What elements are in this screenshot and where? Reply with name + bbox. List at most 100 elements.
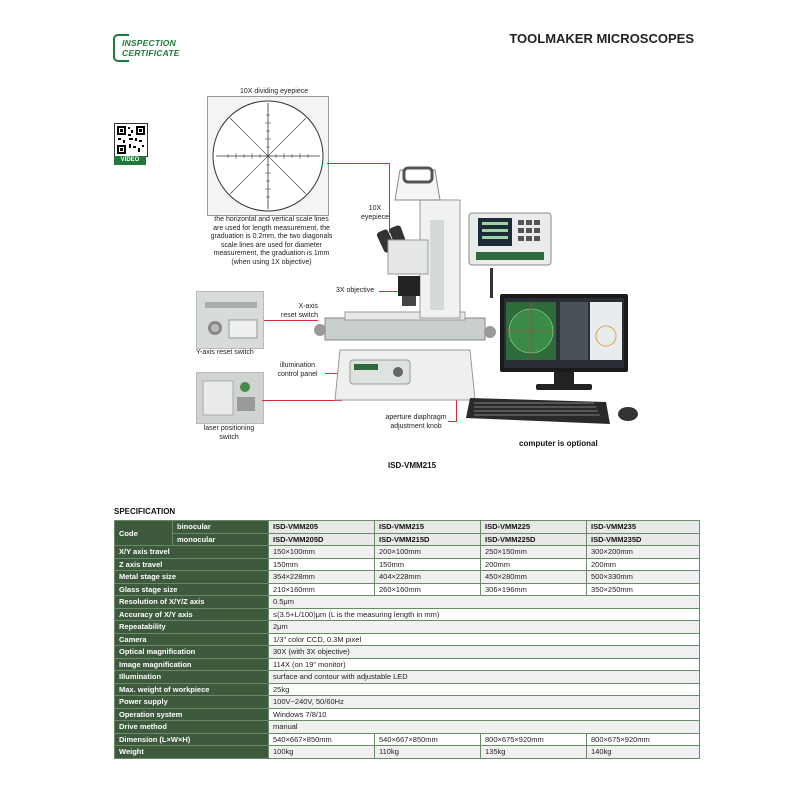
spec-title: SPECIFICATION: [114, 507, 176, 516]
digital-readout-image: [468, 212, 552, 270]
microscope-image: [300, 160, 500, 420]
cell: 200mm: [586, 557, 700, 571]
illumination-label: illumination control panel: [277, 362, 318, 378]
cell: 150×100mm: [268, 545, 375, 559]
model-cell: ISD-VMM235: [586, 520, 700, 534]
cell: 150mm: [268, 557, 375, 571]
logo-bracket: [113, 34, 129, 62]
table-row: monocular ISD-VMM205D ISD-VMM215D ISD-VM…: [115, 532, 700, 546]
eyepiece-label: 10X eyepiece: [360, 205, 390, 221]
cell: 30X (with 3X objective): [268, 645, 700, 659]
cell: 210×160mm: [268, 582, 375, 596]
cell: 354×228mm: [268, 570, 375, 584]
cell: 800×675×920mm: [480, 732, 587, 746]
code-header: Code: [114, 520, 173, 546]
eyepiece-reticle-view: [207, 96, 329, 216]
xaxis-reset-label: X-axis reset switch: [281, 303, 318, 319]
page-title: TOOLMAKER MICROSCOPES: [509, 31, 694, 46]
cell: 110kg: [374, 745, 481, 759]
row-label: Weight: [114, 745, 269, 759]
inspection-certificate-logo: INSPECTION CERTIFICATE: [113, 34, 193, 62]
cell: surface and contour with adjustable LED: [268, 670, 700, 684]
cell: 300×200mm: [586, 545, 700, 559]
yaxis-reset-photo: [196, 291, 264, 349]
row-label: Max. weight of workpiece: [114, 682, 269, 696]
leader-line: [389, 163, 390, 233]
cell: 800×675×920mm: [586, 732, 700, 746]
row-label: Z axis travel: [114, 557, 269, 571]
cell: 540×667×850mm: [268, 732, 375, 746]
yaxis-reset-label: Y-axis reset switch: [196, 349, 254, 356]
row-label: Power supply: [114, 695, 269, 709]
table-row: Z axis travel 150mm 150mm 200mm 200mm: [114, 557, 700, 571]
cell: 100kg: [268, 745, 375, 759]
cell: Windows 7/8/10: [268, 707, 700, 721]
row-label: Camera: [114, 632, 269, 646]
logo-line2: CERTIFICATE: [122, 48, 180, 58]
row-label: Image magnification: [114, 657, 269, 671]
cell: 200×100mm: [374, 545, 481, 559]
monocular-header: monocular: [172, 532, 269, 546]
leader-line: [262, 320, 318, 321]
model-cell: ISD-VMM235D: [586, 532, 700, 546]
eyepiece-title: 10X dividing eyepiece: [240, 88, 309, 95]
cell: 25kg: [268, 682, 700, 696]
leader-line: [448, 421, 457, 422]
row-label: Accuracy of X/Y axis: [114, 607, 269, 621]
table-row: Dimension (L×W×H) 540×667×850mm 540×667×…: [114, 732, 700, 746]
table-row: Metal stage size 354×228mm 404×228mm 450…: [114, 570, 700, 584]
keyboard-mouse-image: [466, 396, 646, 426]
cell: 350×250mm: [586, 582, 700, 596]
dro-cable: [490, 268, 493, 298]
table-row: Glass stage size 210×160mm 260×160mm 306…: [114, 582, 700, 596]
table-row: Weight 100kg 110kg 135kg 140kg: [114, 745, 700, 759]
monitor-image: [500, 294, 628, 394]
cell: 450×280mm: [480, 570, 587, 584]
cell: 250×150mm: [480, 545, 587, 559]
row-label: Drive method: [114, 720, 269, 734]
cell: 114X (on 19" monitor): [268, 657, 700, 671]
binocular-header: binocular: [172, 520, 269, 534]
row-label: Repeatability: [114, 620, 269, 634]
laser-switch-photo: [196, 372, 264, 424]
model-caption: ISD-VMM215: [388, 461, 437, 470]
row-label: Operation system: [114, 707, 269, 721]
cell: 306×196mm: [480, 582, 587, 596]
model-cell: ISD-VMM225: [480, 520, 587, 534]
qr-video-label: VIDEO: [114, 156, 146, 165]
eyepiece-description: the horizontal and vertical scale lines …: [210, 216, 333, 266]
cell: 0.5μm: [268, 595, 700, 609]
model-cell: ISD-VMM215: [374, 520, 481, 534]
logo-line1: INSPECTION: [122, 38, 176, 48]
cell: 500×330mm: [586, 570, 700, 584]
model-cell: ISD-VMM205D: [268, 532, 375, 546]
row-label: Metal stage size: [114, 570, 269, 584]
table-row: Accuracy of X/Y axis≤(3.5+L/100)μm (L is…: [114, 607, 700, 621]
cell: manual: [268, 720, 700, 734]
row-label: Illumination: [114, 670, 269, 684]
cell: 140kg: [586, 745, 700, 759]
cell: 200mm: [480, 557, 587, 571]
model-cell: ISD-VMM205: [268, 520, 375, 534]
aperture-label: aperture diaphragm adjustment knob: [385, 414, 447, 430]
cell: 150mm: [374, 557, 481, 571]
objective-label: 3X objective: [336, 287, 375, 294]
cell: 540×667×850mm: [374, 732, 481, 746]
spec-table: Code binocular ISD-VMM205 ISD-VMM215 ISD…: [114, 520, 700, 759]
laser-label: laser positioning switch: [203, 425, 255, 441]
row-label: Optical magnification: [114, 645, 269, 659]
table-row: X/Y axis travel 150×100mm 200×100mm 250×…: [114, 545, 700, 559]
table-row: Code binocular ISD-VMM205 ISD-VMM215 ISD…: [114, 520, 700, 546]
row-label: Resolution of X/Y/Z axis: [114, 595, 269, 609]
row-label: Dimension (L×W×H): [114, 732, 269, 746]
cell: 135kg: [480, 745, 587, 759]
computer-optional-note: computer is optional: [519, 439, 598, 448]
leader-line: [262, 400, 342, 401]
qr-code[interactable]: [114, 123, 148, 157]
